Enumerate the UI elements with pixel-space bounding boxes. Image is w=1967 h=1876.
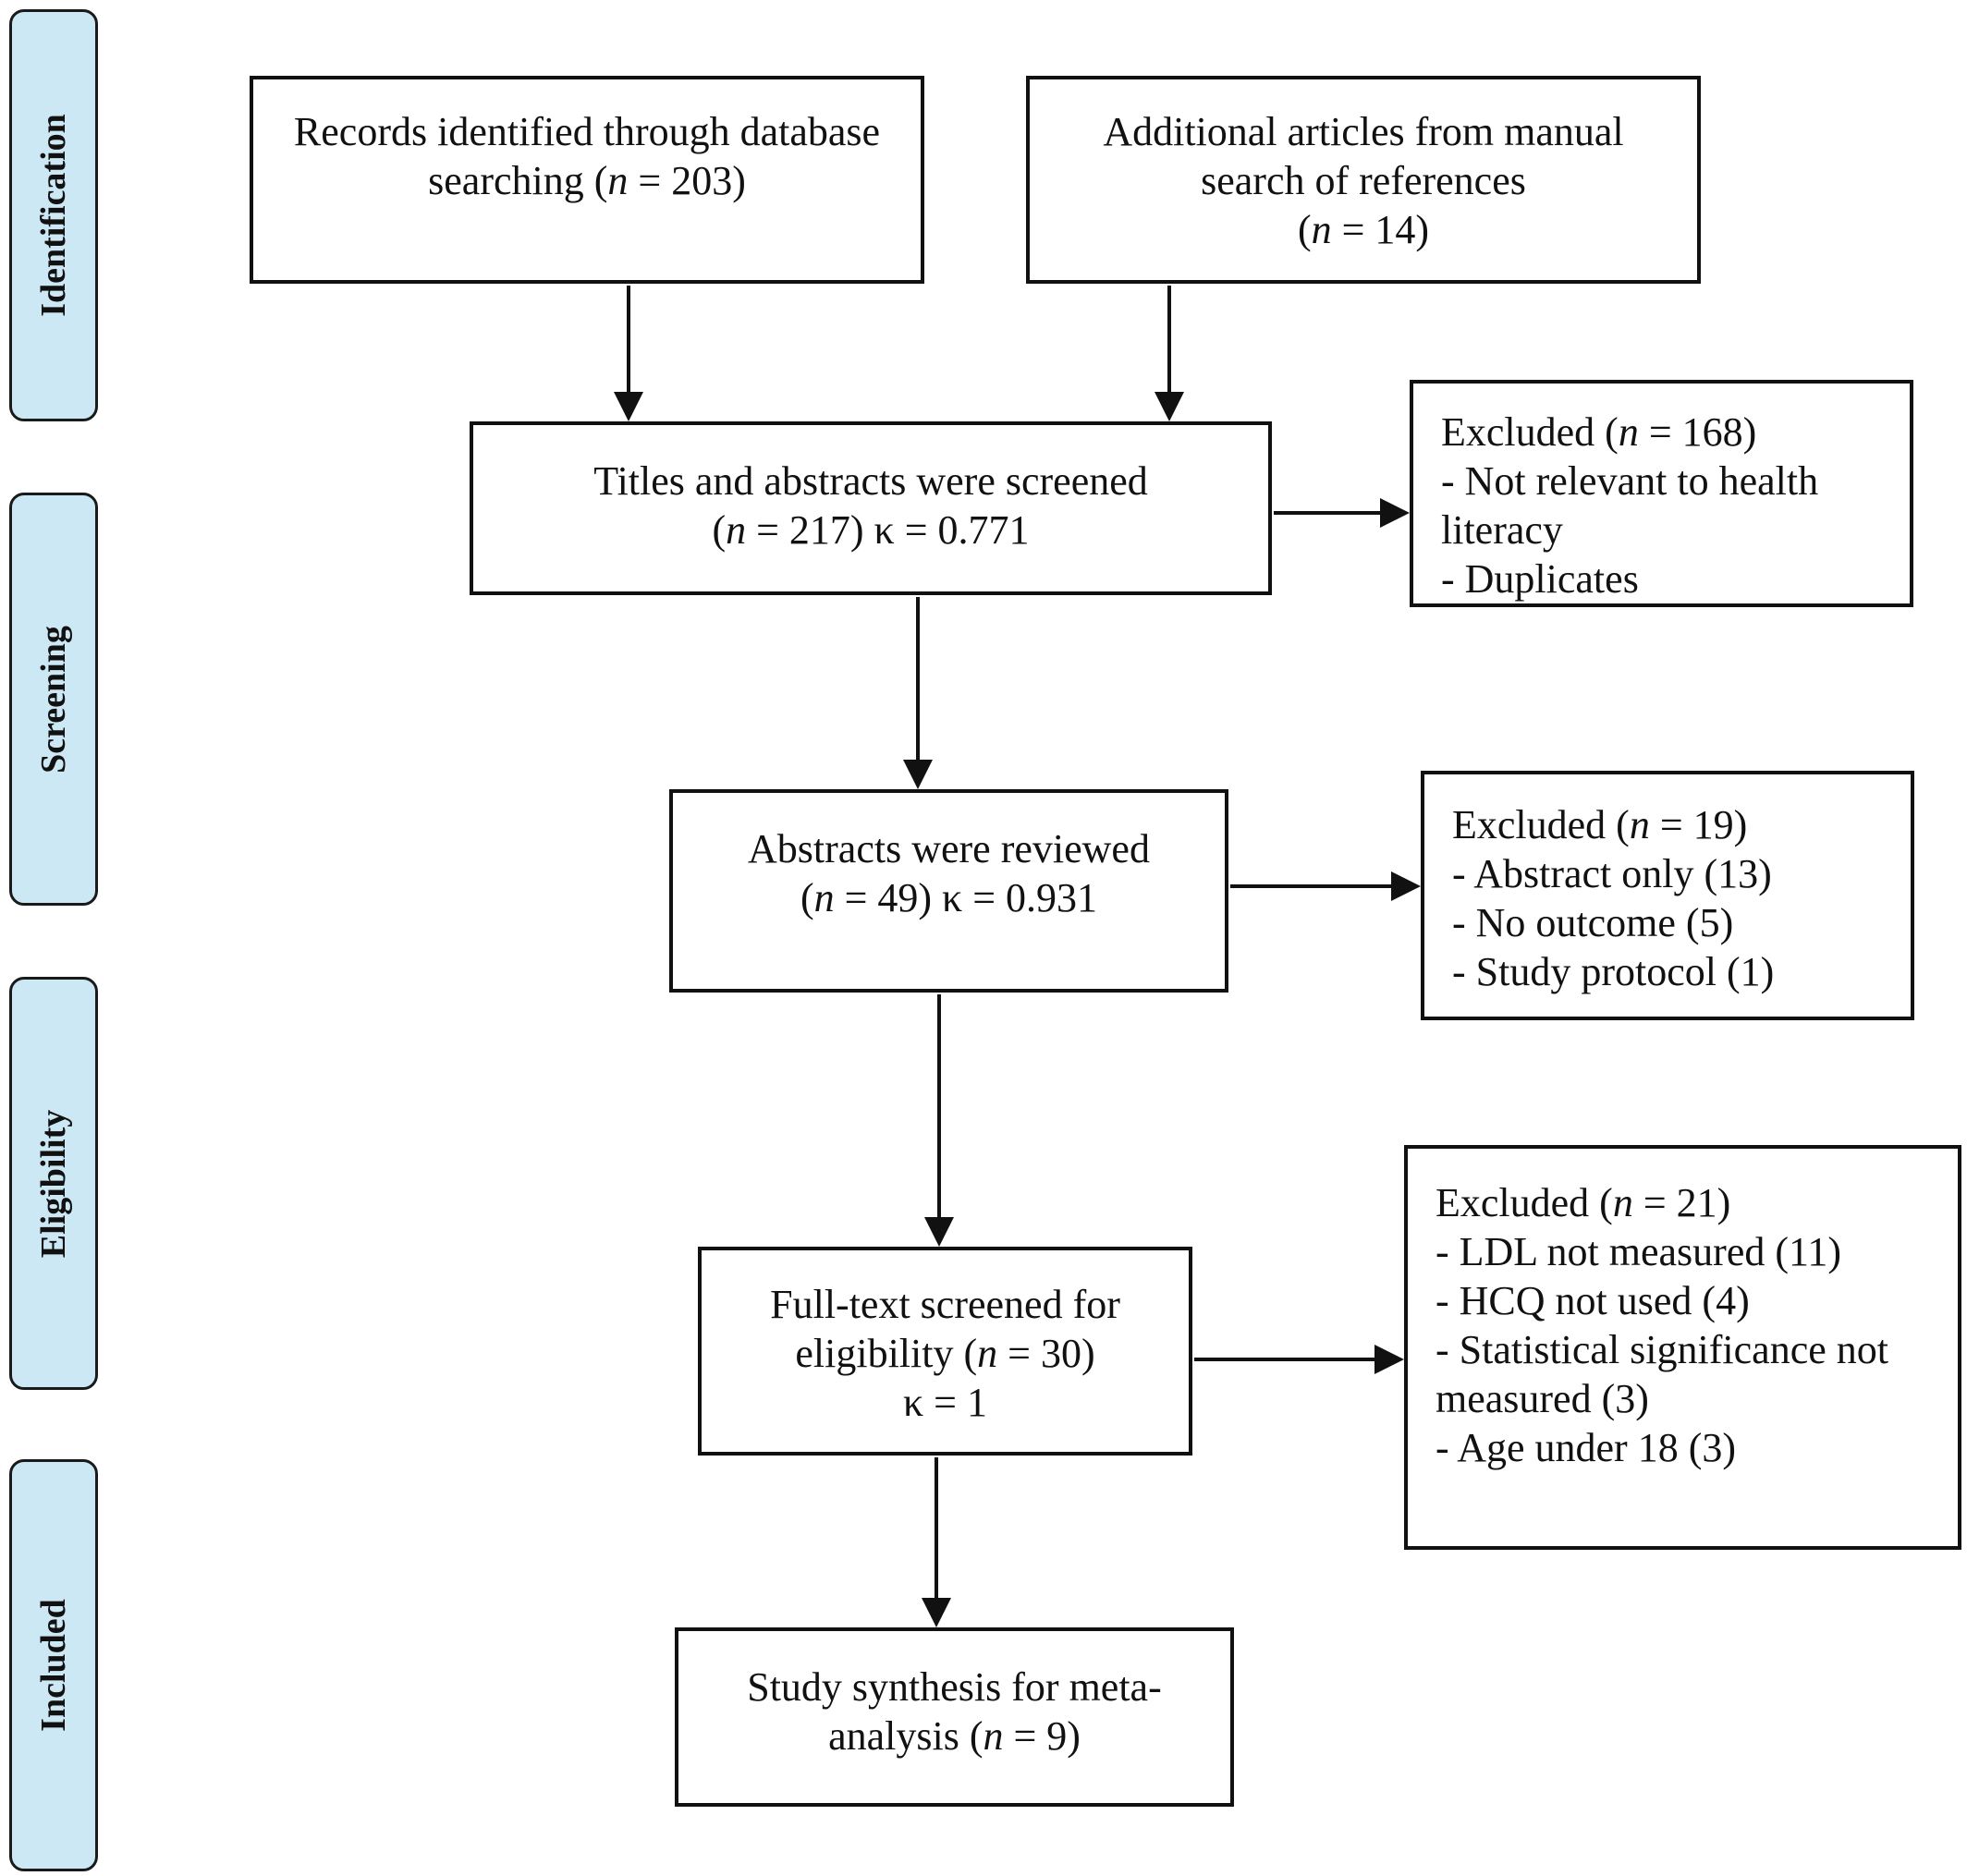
- abstracts-reviewed-box: Abstracts were reviewed (n = 49) κ = 0.9…: [669, 789, 1228, 993]
- study-synthesis-line2: analysis (n = 9): [828, 1713, 1081, 1759]
- excluded-21-box: Excluded (n = 21) - LDL not measured (11…: [1404, 1145, 1961, 1550]
- manual-search-line3: (n = 14): [1297, 207, 1430, 252]
- excluded-168-box: Excluded (n = 168) - Not relevant to hea…: [1410, 380, 1913, 607]
- titles-screened-line2: (n = 217) κ = 0.771: [712, 507, 1030, 553]
- manual-search-line1: Additional articles from manual: [1103, 109, 1624, 154]
- excluded-19-item: - Study protocol (1): [1452, 949, 1775, 994]
- excluded-19-item: - Abstract only (13): [1452, 851, 1772, 896]
- stage-included: Included: [9, 1459, 98, 1871]
- manual-search-box: Additional articles from manual search o…: [1026, 76, 1701, 284]
- excluded-168-heading: Excluded (n = 168): [1441, 409, 1757, 455]
- abstracts-reviewed-line2: (n = 49) κ = 0.931: [800, 875, 1098, 920]
- excluded-19-heading: Excluded (n = 19): [1452, 802, 1748, 847]
- study-synthesis-line1: Study synthesis for meta-: [747, 1664, 1162, 1710]
- database-records-line2: searching (n = 203): [428, 158, 746, 203]
- fulltext-screened-box: Full-text screened for eligibility (n = …: [698, 1247, 1192, 1456]
- stage-eligibility: Eligibility: [9, 977, 98, 1390]
- excluded-19-box: Excluded (n = 19) - Abstract only (13) -…: [1421, 771, 1914, 1020]
- excluded-21-item: - Age under 18 (3): [1436, 1425, 1737, 1470]
- excluded-21-item: - HCQ not used (4): [1436, 1278, 1750, 1323]
- excluded-19-item: - No outcome (5): [1452, 900, 1734, 945]
- excluded-21-item: - Statistical significance not measured …: [1436, 1327, 1888, 1421]
- manual-search-line2: search of references: [1201, 158, 1526, 203]
- database-records-line1: Records identified through database: [293, 109, 881, 154]
- excluded-168-item: - Not relevant to health literacy: [1441, 458, 1819, 553]
- fulltext-screened-line1: Full-text screened for: [770, 1282, 1120, 1327]
- abstracts-reviewed-line1: Abstracts were reviewed: [748, 826, 1150, 871]
- titles-screened-line1: Titles and abstracts were screened: [593, 458, 1148, 504]
- stage-identification: Identification: [9, 9, 98, 421]
- excluded-21-heading: Excluded (n = 21): [1436, 1180, 1731, 1225]
- database-records-box: Records identified through database sear…: [250, 76, 924, 284]
- study-synthesis-box: Study synthesis for meta- analysis (n = …: [675, 1627, 1234, 1807]
- titles-screened-box: Titles and abstracts were screened (n = …: [470, 421, 1272, 595]
- excluded-21-item: - LDL not measured (11): [1436, 1229, 1842, 1274]
- excluded-168-item: - Duplicates: [1441, 556, 1639, 602]
- fulltext-screened-line2: eligibility (n = 30): [795, 1331, 1095, 1376]
- fulltext-screened-line3: κ = 1: [903, 1380, 987, 1425]
- stage-screening: Screening: [9, 493, 98, 906]
